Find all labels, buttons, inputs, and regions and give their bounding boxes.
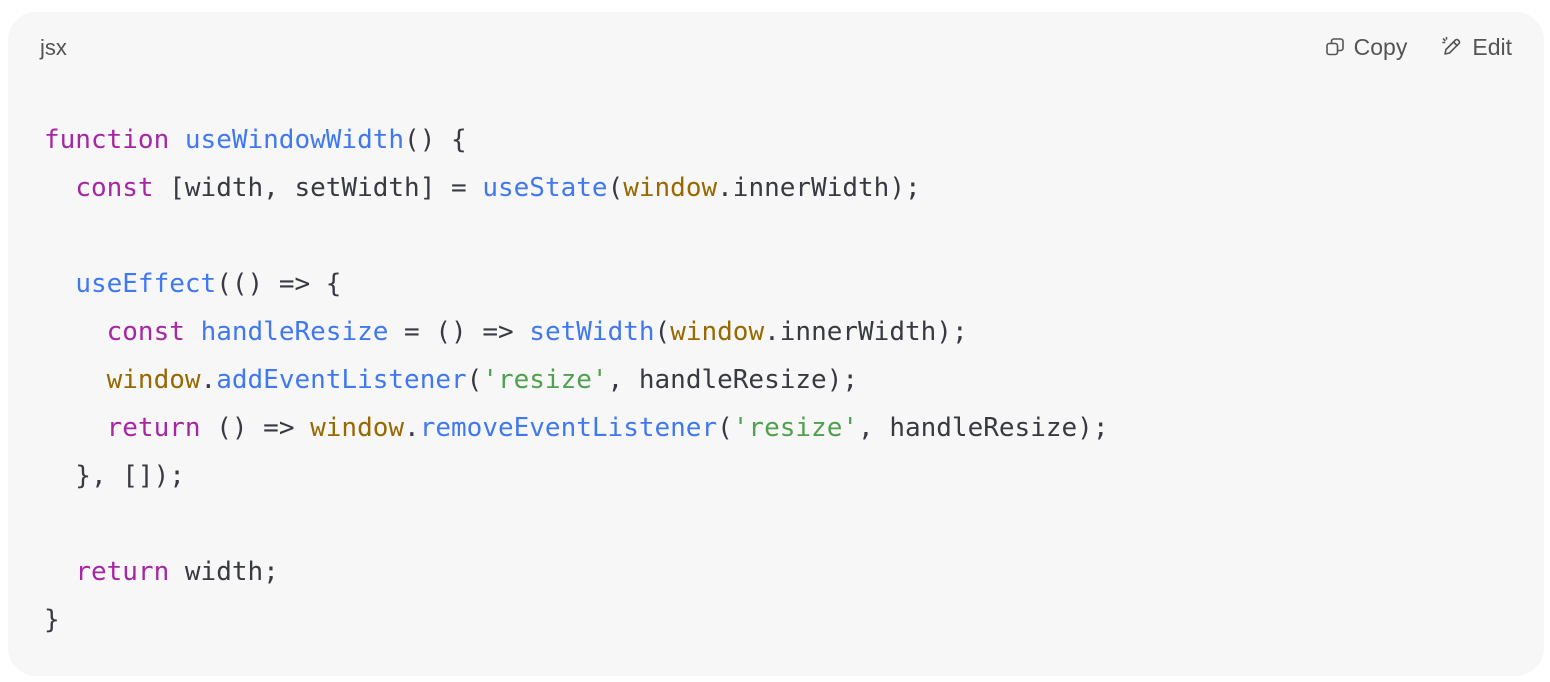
code-token: . <box>200 365 217 395</box>
code-token <box>44 317 107 347</box>
code-token: const <box>106 317 185 347</box>
code-token: , handleResize); <box>858 413 1109 443</box>
code-token: return <box>75 557 170 587</box>
code-token <box>169 125 185 155</box>
code-language-label: jsx <box>40 35 67 60</box>
code-token: width; <box>169 557 279 587</box>
code-token: function <box>44 125 170 155</box>
code-token: ( <box>466 365 483 395</box>
code-token: addEventListener <box>216 365 467 395</box>
code-token: () => <box>200 413 311 443</box>
code-line: useEffect(() => { <box>44 260 1108 308</box>
code-token: window <box>106 365 201 395</box>
code-token: ( <box>654 317 671 347</box>
code-token <box>44 269 75 299</box>
edit-button[interactable]: Edit <box>1441 32 1512 62</box>
copy-button-label: Copy <box>1353 34 1408 60</box>
code-token: window <box>670 317 765 347</box>
code-token: useEffect <box>75 269 217 299</box>
code-line: const handleResize = () => setWidth(wind… <box>44 308 1108 356</box>
code-token: (() => { <box>216 269 342 299</box>
code-token <box>44 365 107 395</box>
code-token: }, []); <box>44 461 185 491</box>
copy-button[interactable]: Copy <box>1325 32 1408 62</box>
code-token: = () => <box>388 317 530 347</box>
code-line: const [width, setWidth] = useState(windo… <box>44 164 1108 212</box>
code-token: .innerWidth); <box>717 173 921 203</box>
code-token: () { <box>404 125 467 155</box>
code-token: } <box>44 605 60 635</box>
code-token: window <box>310 413 405 443</box>
code-token: useState <box>482 173 608 203</box>
code-token: const <box>75 173 154 203</box>
code-token: useWindowWidth <box>184 125 405 155</box>
code-token: . <box>404 413 420 443</box>
code-actions: Copy Edit <box>1325 32 1512 62</box>
code-token: [width, setWidth] = <box>153 173 483 203</box>
code-token: handleResize <box>200 317 389 347</box>
code-lines: function useWindowWidth() { const [width… <box>44 116 1108 644</box>
code-line: function useWindowWidth() { <box>44 116 1108 164</box>
code-token: , handleResize); <box>607 365 858 395</box>
pencil-icon <box>1441 36 1463 58</box>
code-token: .innerWidth); <box>764 317 968 347</box>
code-line <box>44 212 1108 260</box>
code-token <box>44 173 75 203</box>
code-token: removeEventListener <box>419 413 718 443</box>
code-token: ( <box>717 413 733 443</box>
code-token <box>185 317 201 347</box>
code-token: 'resize' <box>732 413 859 443</box>
code-content: function useWindowWidth() { const [width… <box>44 116 1108 644</box>
copy-icon <box>1325 37 1345 57</box>
edit-button-label: Edit <box>1472 34 1512 60</box>
code-line: } <box>44 596 1108 644</box>
code-line: return () => window.removeEventListener(… <box>44 404 1109 452</box>
code-token <box>44 413 107 443</box>
code-line <box>44 500 1108 548</box>
code-line: window.addEventListener('resize', handle… <box>44 356 1108 404</box>
code-line: }, []); <box>44 452 1108 500</box>
code-token: 'resize' <box>482 365 608 395</box>
code-token: return <box>106 413 201 443</box>
code-token <box>44 557 75 587</box>
code-line: return width; <box>44 548 1108 596</box>
code-token: ( <box>607 173 624 203</box>
code-block: jsx Copy Edit function useWindowWidth() <box>8 12 1544 676</box>
code-token: window <box>623 173 718 203</box>
code-token: setWidth <box>529 317 655 347</box>
